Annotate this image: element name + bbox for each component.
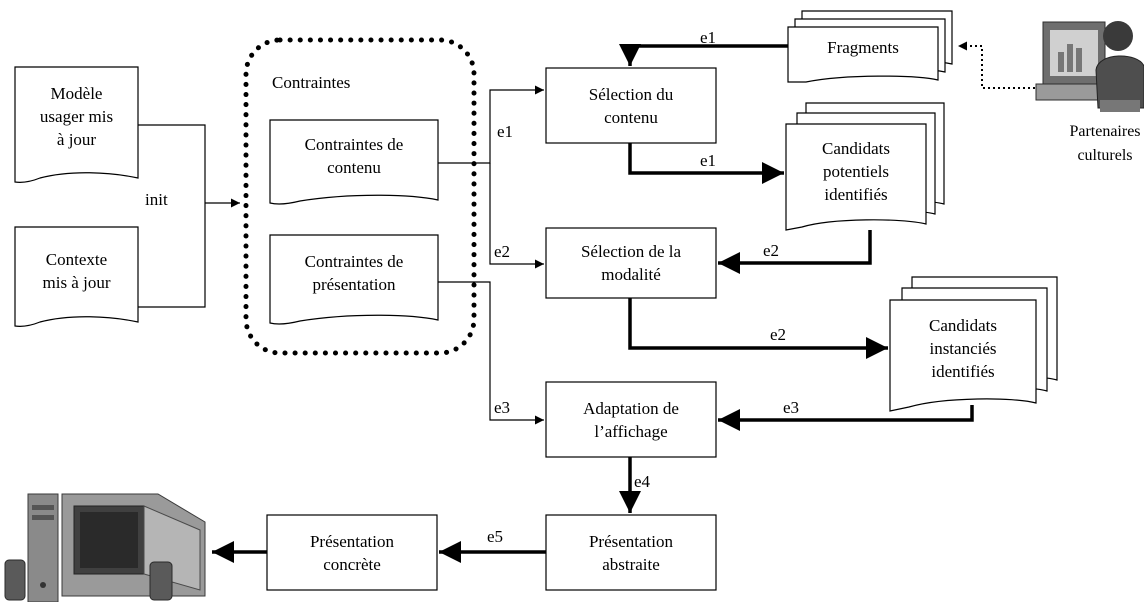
candidats-potentiels-label: Candidats potentiels identifiés bbox=[822, 138, 890, 204]
fragments-to-selection-arrow bbox=[619, 44, 788, 66]
selection-contenu-label: Sélection du contenu bbox=[588, 84, 674, 127]
computer-monitor-icon bbox=[4, 493, 206, 602]
contraintes-presentation-document bbox=[269, 234, 439, 325]
partenaires-label: Partenaires culturels bbox=[1069, 123, 1141, 164]
candidats-instancies-stack bbox=[889, 276, 1058, 412]
init-label: init bbox=[145, 190, 168, 209]
contenu-to-modalite-connector bbox=[489, 163, 544, 269]
contraintes-contenu-document bbox=[269, 119, 439, 205]
edge-label-e1-candidats: e1 bbox=[700, 151, 717, 170]
init-connector bbox=[138, 124, 240, 308]
contexte-label: Contexte mis à jour bbox=[42, 250, 111, 292]
edge-label-e1-in: e1 bbox=[497, 122, 514, 141]
presentation-concrete-label: Présentation concrète bbox=[309, 531, 395, 574]
edge-label-e5: e5 bbox=[487, 527, 504, 546]
selection-modalite-label: Sélection de la modalité bbox=[580, 242, 682, 284]
modalite-to-instancies-arrow bbox=[628, 298, 888, 359]
contraintes-group-title: Contraintes bbox=[272, 73, 351, 92]
selection-to-candidats-arrow bbox=[628, 143, 784, 184]
contexte-document bbox=[14, 226, 139, 327]
presentation-abstraite-label: Présentation abstraite bbox=[588, 531, 674, 574]
presentation-to-adaptation-connector bbox=[438, 281, 544, 425]
fragments-stack bbox=[787, 10, 953, 83]
adaptation-affichage-box bbox=[545, 381, 717, 458]
modele-usager-document bbox=[14, 66, 139, 183]
contraintes-contenu-label: Contraintes de contenu bbox=[304, 135, 404, 177]
candidats-instancies-label: Candidats instanciés identifiés bbox=[929, 315, 997, 381]
contraintes-presentation-label: Contraintes de présentation bbox=[304, 252, 404, 294]
instancies-to-adaptation-arrow bbox=[718, 405, 974, 431]
selection-modalite-box bbox=[545, 227, 717, 299]
candidats-to-modalite-arrow bbox=[718, 230, 872, 274]
edge-label-e3-instancies: e3 bbox=[783, 398, 800, 417]
edge-label-e2-candidats: e2 bbox=[763, 241, 780, 260]
partenaires-dotted-connector bbox=[958, 41, 1042, 92]
edge-label-e2-in: e2 bbox=[494, 242, 511, 261]
modele-usager-label: Modèle usager mis à jour bbox=[39, 83, 114, 149]
selection-contenu-box bbox=[545, 67, 717, 144]
edge-label-e4: e4 bbox=[634, 472, 651, 491]
edge-label-e3-in: e3 bbox=[494, 398, 511, 417]
fragments-label: Fragments bbox=[827, 37, 899, 57]
contenu-to-selection-connector bbox=[438, 85, 544, 164]
person-at-computer-icon bbox=[1035, 21, 1144, 112]
presentation-abstraite-box bbox=[545, 514, 717, 591]
edge-label-e1-fragments: e1 bbox=[700, 28, 717, 47]
candidats-potentiels-stack bbox=[785, 102, 945, 231]
edge-label-e2-instancies: e2 bbox=[770, 325, 787, 344]
adaptation-affichage-label: Adaptation de l’affichage bbox=[583, 398, 679, 441]
